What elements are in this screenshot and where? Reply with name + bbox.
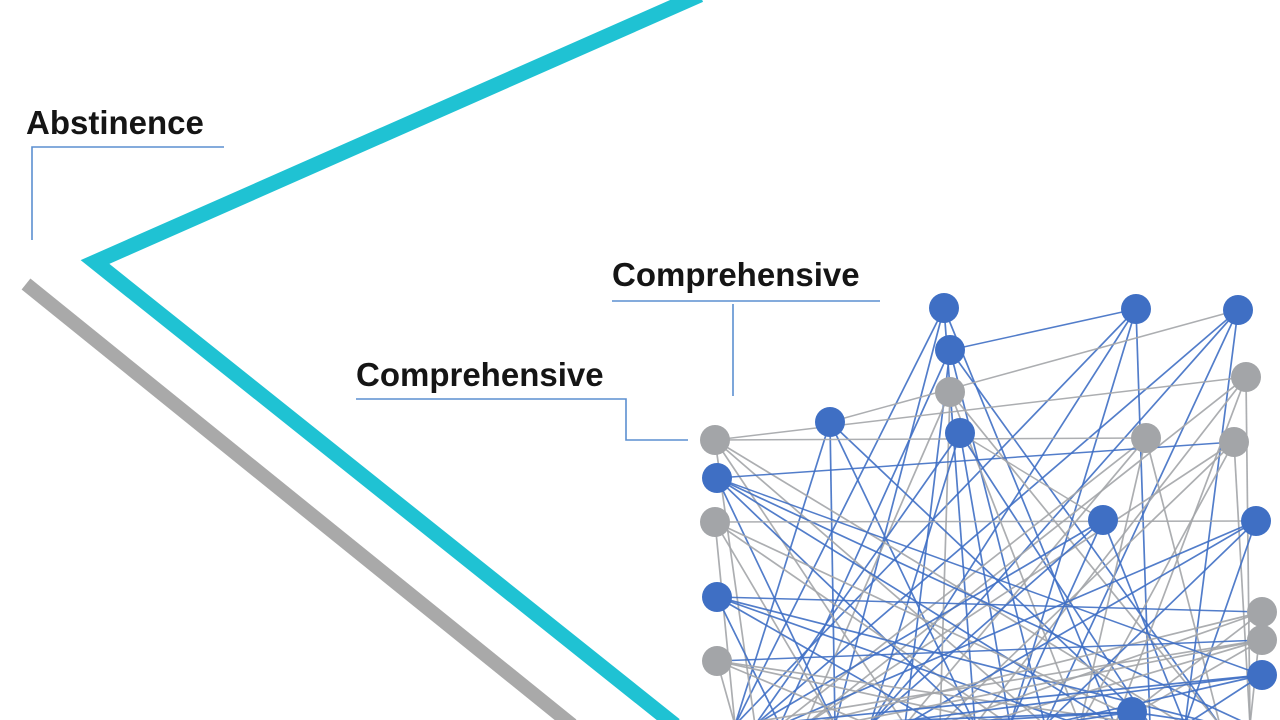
network-edge xyxy=(811,441,1235,720)
network-node-blue xyxy=(1117,697,1147,720)
cyan-chevron-line xyxy=(80,0,704,720)
network-node-blue xyxy=(702,582,732,612)
network-edge xyxy=(716,596,779,720)
network-edge xyxy=(789,520,1257,720)
network-edge xyxy=(829,421,974,720)
network-edge xyxy=(939,391,951,720)
network-node-gray xyxy=(1219,427,1249,457)
network-edge xyxy=(716,660,992,720)
network-edge xyxy=(714,521,834,720)
network-edge xyxy=(714,376,1247,441)
network-edge xyxy=(988,639,1263,720)
network-edge xyxy=(784,437,1147,720)
network-node-blue xyxy=(1121,294,1151,324)
network-edge xyxy=(1191,674,1263,720)
network-edge xyxy=(949,349,1218,720)
network-edge xyxy=(716,477,834,720)
network-edge xyxy=(714,520,1257,523)
network-edge xyxy=(1102,519,1184,720)
network-edge xyxy=(821,611,1263,720)
network-edge xyxy=(829,421,836,720)
network-edge xyxy=(714,521,736,720)
comprehensive-mid-callout-line xyxy=(356,398,688,441)
network-edge xyxy=(714,439,903,720)
network-edge xyxy=(716,660,861,720)
network-node-blue xyxy=(929,293,959,323)
network-edge xyxy=(714,439,1179,720)
network-edge xyxy=(797,674,1263,720)
network-edge xyxy=(1010,308,1137,720)
network-node-gray xyxy=(700,425,730,455)
network-node-gray xyxy=(1247,597,1277,627)
network-edge xyxy=(716,639,1263,662)
network-edge xyxy=(951,611,1263,720)
network-node-gray xyxy=(1231,362,1261,392)
network-edge xyxy=(870,432,961,720)
network-edge xyxy=(902,674,1263,720)
abstinence-label: Abstinence xyxy=(26,104,204,141)
network-edge xyxy=(1011,519,1104,720)
network-node-blue xyxy=(1247,660,1277,690)
network-edge xyxy=(959,432,1148,720)
network-edge xyxy=(736,307,945,720)
network-edge xyxy=(714,437,1147,441)
network-edge xyxy=(809,376,1247,720)
network-edge xyxy=(716,596,1069,720)
network-edge xyxy=(761,519,1104,720)
network-edge xyxy=(716,477,1242,720)
network-edge xyxy=(874,519,1104,720)
network-edge xyxy=(911,520,1257,720)
network-node-gray xyxy=(935,377,965,407)
network-node-blue xyxy=(1241,506,1271,536)
network-edge xyxy=(716,477,1263,676)
network-edge xyxy=(1048,520,1257,720)
network-node-gray xyxy=(700,507,730,537)
network-edge xyxy=(872,308,1137,720)
network-edge xyxy=(1062,674,1263,720)
network-edge xyxy=(716,477,972,720)
network-edge xyxy=(1081,441,1235,720)
network-edge xyxy=(760,639,1263,720)
network-edge xyxy=(1145,437,1220,720)
network-edge xyxy=(949,308,1137,351)
network-edge xyxy=(1135,308,1151,720)
network-node-gray xyxy=(702,646,732,676)
network-node-blue xyxy=(1223,295,1253,325)
network-edge xyxy=(829,309,1239,423)
gray-diagonal-line xyxy=(21,278,577,720)
network-node-blue xyxy=(1088,505,1118,535)
network-edge xyxy=(714,521,1005,720)
network-node-blue xyxy=(815,407,845,437)
network-node-gray xyxy=(1247,625,1277,655)
network-edge xyxy=(716,596,1263,613)
network-edge xyxy=(949,349,1045,720)
network-edge xyxy=(943,441,1235,720)
network-edge xyxy=(892,711,1133,720)
network-edge xyxy=(873,309,1239,720)
network-graphic xyxy=(700,293,1277,720)
comprehensive-label-mid: Comprehensive xyxy=(356,356,604,393)
network-edge xyxy=(716,477,1109,720)
comprehensive-label-top: Comprehensive xyxy=(612,256,860,293)
network-edge xyxy=(781,349,951,720)
network-edge xyxy=(977,711,1133,720)
network-node-blue xyxy=(945,418,975,448)
network-edge xyxy=(959,432,1104,521)
network-edge xyxy=(716,596,933,720)
abstinence-callout-line xyxy=(31,146,224,240)
network-node-gray xyxy=(1131,423,1161,453)
network-node-blue xyxy=(935,335,965,365)
network-edge xyxy=(714,521,1142,720)
network-edge xyxy=(806,391,951,720)
network-node-blue xyxy=(702,463,732,493)
